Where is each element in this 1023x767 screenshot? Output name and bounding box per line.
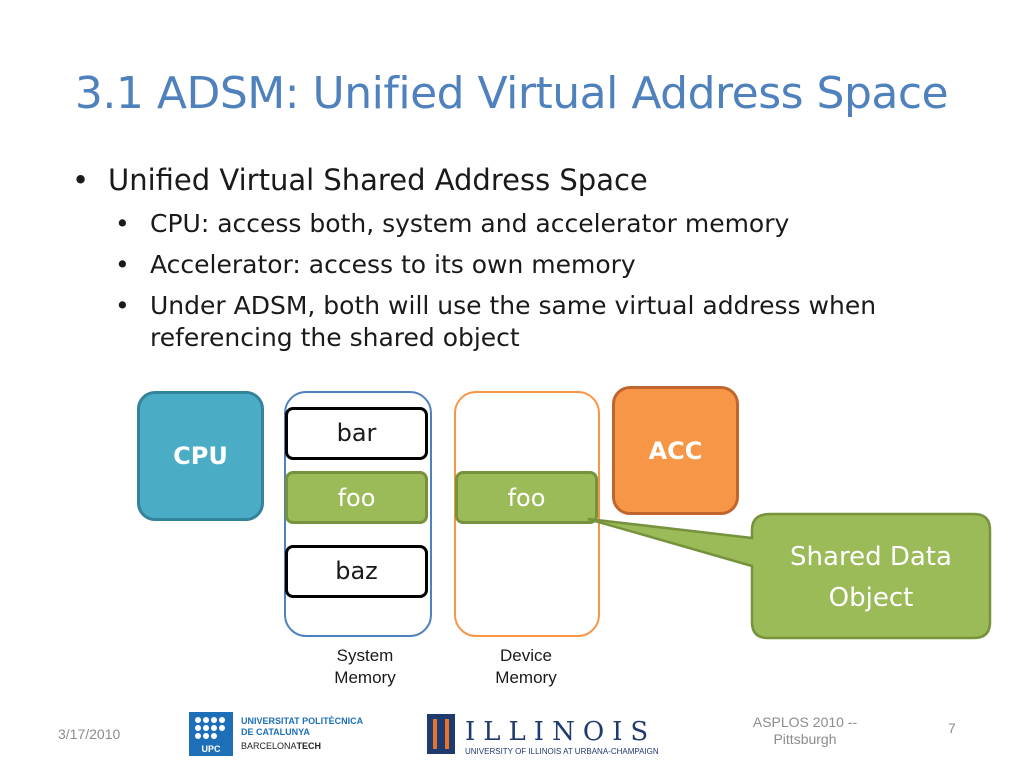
bullet-sub-adsm: Under ADSM, both will use the same virtu… bbox=[70, 290, 950, 354]
footer-conference: ASPLOS 2010 -- Pittsburgh bbox=[752, 714, 858, 747]
slide-title: 3.1 ADSM: Unified Virtual Address Space bbox=[74, 68, 949, 119]
footer-date: 3/17/2010 bbox=[58, 726, 121, 742]
illinois-logo: ILLINOIS UNIVERSITY OF ILLINOIS AT URBAN… bbox=[427, 714, 659, 756]
callout-line-2: Object bbox=[829, 583, 914, 613]
acc-box: ACC bbox=[612, 386, 739, 515]
device-memory-caption: Device Memory bbox=[495, 646, 557, 687]
svg-text:BARCELONATECH: BARCELONATECH bbox=[241, 741, 321, 751]
svg-text:ILLINOIS: ILLINOIS bbox=[465, 717, 656, 747]
svg-text:UNIVERSITY OF ILLINOIS AT URBA: UNIVERSITY OF ILLINOIS AT URBANA-CHAMPAI… bbox=[465, 747, 659, 756]
system-memory-caption: System Memory bbox=[334, 646, 396, 687]
memory-object-baz: baz bbox=[285, 545, 428, 598]
memory-object-foo-system: foo bbox=[285, 471, 428, 524]
memory-object-foo-device: foo bbox=[455, 471, 598, 524]
bullet-sub-accelerator: Accelerator: access to its own memory bbox=[70, 249, 970, 281]
footer-page-number: 7 bbox=[948, 720, 956, 736]
bullet-sub-cpu: CPU: access both, system and accelerator… bbox=[70, 208, 970, 240]
svg-text:UNIVERSITAT POLITÈCNICA: UNIVERSITAT POLITÈCNICA bbox=[241, 716, 364, 726]
cpu-box: CPU bbox=[137, 391, 264, 521]
svg-text:UPC: UPC bbox=[201, 744, 221, 754]
memory-object-bar: bar bbox=[285, 407, 428, 460]
svg-text:DE CATALUNYA: DE CATALUNYA bbox=[241, 727, 310, 737]
bullet-main: Unified Virtual Shared Address Space bbox=[70, 160, 970, 200]
bullet-list: Unified Virtual Shared Address Space CPU… bbox=[70, 160, 970, 354]
callout-line-1: Shared Data bbox=[790, 542, 952, 572]
upc-logo: UPC UNIVERSITAT POLITÈCNICA DE CATALUNYA… bbox=[189, 712, 364, 756]
callout-shape bbox=[587, 512, 992, 640]
